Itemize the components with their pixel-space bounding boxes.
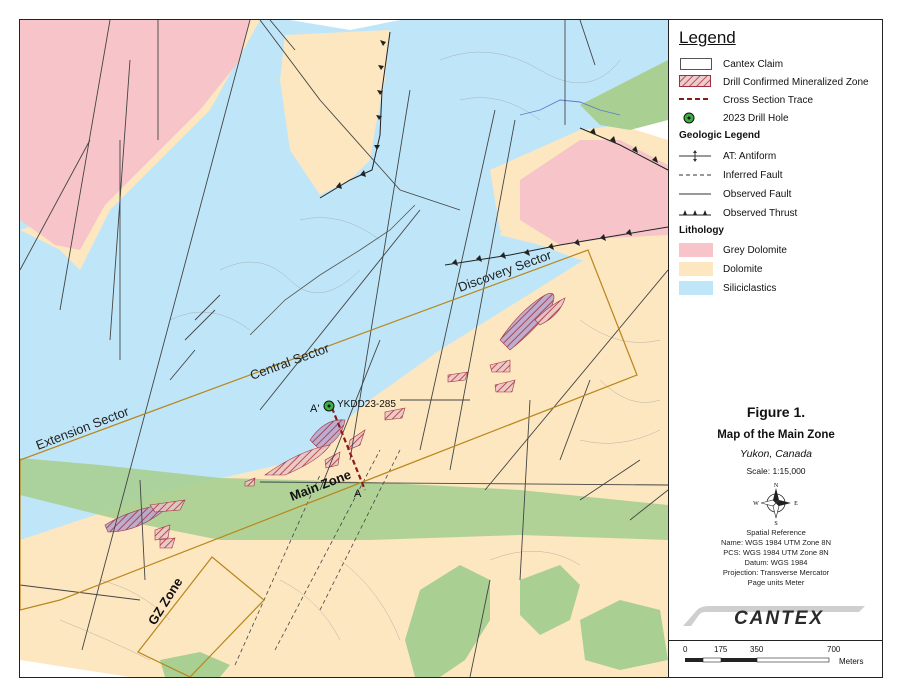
geologic-legend-heading: Geologic Legend [679, 130, 761, 141]
legend-label-claim: Cantex Claim [723, 58, 784, 70]
lithology-heading: Lithology [679, 225, 724, 236]
legend-label-drill-hole: 2023 Drill Hole [723, 112, 789, 124]
legend-item-cross-section: Cross Section Trace [679, 92, 813, 108]
legend-label-grey-dolomite: Grey Dolomite [723, 244, 787, 256]
scale-tick-2: 350 [750, 645, 764, 654]
legend-item-siliciclastics: Siliciclastics [679, 280, 776, 296]
legend-label-inferred-fault: Inferred Fault [723, 169, 783, 181]
legend-item-observed-fault: Observed Fault [679, 186, 791, 202]
legend-item-grey-dolomite: Grey Dolomite [679, 242, 787, 258]
figure-scale: Scale: 1:15,000 [746, 466, 806, 476]
scale-bar: 0 175 350 700 Meters [669, 640, 882, 677]
west-label: W [753, 501, 759, 507]
dolomite-tongue [280, 30, 390, 195]
figure-title: Map of the Main Zone [717, 429, 835, 441]
legend-label-dolomite: Dolomite [723, 263, 763, 275]
cantex-logo: CANTEX [683, 606, 865, 629]
scale-tick-3: 700 [827, 645, 841, 654]
solid-line-icon [679, 187, 713, 201]
thrust-line-icon [679, 206, 713, 220]
hatched-fill-icon [679, 75, 713, 89]
green-unit-band [20, 458, 668, 540]
spatial-reference-units: Page units Meter [747, 578, 805, 587]
legend-item-inferred-fault: Inferred Fault [679, 167, 782, 183]
legend-label-observed-fault: Observed Fault [723, 188, 792, 200]
legend-label-siliciclastics: Siliciclastics [723, 282, 777, 294]
antiform-line-icon [679, 149, 713, 163]
grey-dolomite-swatch [679, 243, 713, 257]
green-unit-patch-3 [580, 600, 668, 670]
legend-item-dolomite: Dolomite [679, 261, 762, 277]
green-dot-icon [679, 111, 713, 125]
spatial-reference-datum: Datum: WGS 1984 [744, 558, 808, 567]
grey-dolomite-right [520, 140, 668, 245]
figure-location: Yukon, Canada [740, 448, 812, 460]
legend-item-mineralized: Drill Confirmed Mineralized Zone [679, 74, 869, 90]
inferred-faults [234, 449, 401, 666]
map-frame: Discovery Sector Central Sector Extensio… [19, 19, 883, 678]
siliciclastics-swatch [679, 281, 713, 295]
legend-item-antiform: AT: Antiform [679, 148, 776, 164]
east-label: E [794, 501, 798, 507]
geologic-map[interactable]: Discovery Sector Central Sector Extensio… [20, 20, 668, 677]
legend-label-cross-section: Cross Section Trace [723, 94, 814, 106]
legend-item-claim: Cantex Claim [679, 56, 783, 72]
scale-tick-1: 175 [714, 645, 728, 654]
spatial-reference-name: Name: WGS 1984 UTM Zone 8N [720, 538, 832, 547]
green-unit-patch-2 [520, 565, 580, 635]
dashed-line-icon [679, 168, 713, 182]
observed-thrusts [319, 31, 668, 266]
label-drill-hole: YKDD23-285 [337, 399, 396, 410]
observed-faults [20, 20, 668, 677]
drill-hole-center [327, 404, 331, 408]
logo-text: CANTEX [734, 608, 824, 629]
cantex-claims [20, 249, 638, 677]
spatial-reference-pcs: PCS: WGS 1984 UTM Zone 8N [723, 548, 829, 557]
cross-section-trace [330, 407, 367, 491]
topographic-contours [59, 51, 661, 661]
spatial-reference-heading: Spatial Reference [746, 528, 806, 537]
antiform-trace [249, 204, 416, 336]
legend-item-drill-hole: 2023 Drill Hole [679, 110, 789, 126]
figure-number: Figure 1. [746, 404, 806, 420]
mineralized-zones [104, 293, 566, 549]
label-section-start: A' [310, 403, 319, 415]
south-label: S [774, 521, 777, 526]
red-dashed-line-icon [679, 93, 713, 107]
legend-panel: Legend Cantex Claim Drill Confirmed Mine… [668, 20, 882, 677]
dolomite-swatch [679, 262, 713, 276]
legend-item-observed-thrust: Observed Thrust [679, 205, 797, 221]
siliciclastics-upper-right [580, 20, 668, 80]
scale-bar-graphic [685, 657, 830, 663]
scale-tick-0: 0 [683, 645, 688, 654]
north-label: N [774, 483, 779, 489]
spatial-reference-projection: Projection: Transverse Mercator [722, 568, 830, 577]
legend-title: Legend [679, 28, 736, 47]
legend-label-antiform: AT: Antiform [723, 150, 777, 162]
legend-label-mineralized: Drill Confirmed Mineralized Zone [723, 76, 869, 88]
claim-box-icon [679, 57, 713, 71]
north-arrow-icon: N S E W [753, 483, 798, 526]
creek [519, 99, 621, 116]
grey-dolomite-upper-left [20, 20, 250, 250]
legend-label-observed-thrust: Observed Thrust [723, 207, 798, 219]
scale-unit: Meters [839, 657, 864, 666]
label-section-end: A [354, 488, 362, 500]
siliciclastics-unit [20, 20, 668, 540]
green-unit-patch-1 [405, 565, 490, 677]
green-unit-upper-right [580, 60, 668, 130]
